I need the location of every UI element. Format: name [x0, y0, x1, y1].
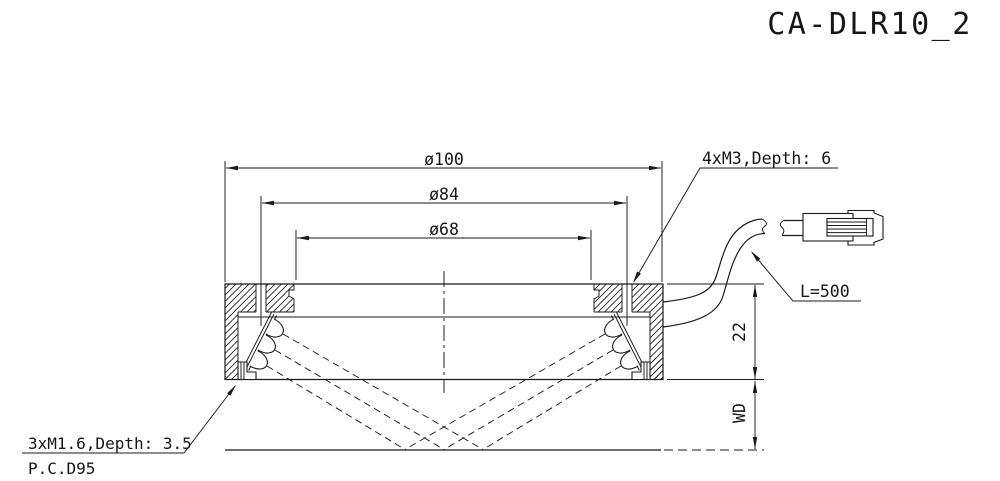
light-rays: [266, 333, 622, 450]
dim-arrow-icon: [614, 200, 626, 206]
dimension-working-distance: WD: [730, 381, 758, 449]
dim-arrow-icon: [752, 285, 758, 297]
note-label-top-mount: 4xM3,Depth: 6: [702, 149, 831, 168]
cable: [662, 218, 803, 328]
bottom-mount-left: [237, 361, 257, 381]
note-bottom-mount: 3xM1.6,Depth: 3.5 P.C.D95: [22, 385, 236, 478]
leader-arrow-icon: [633, 271, 641, 283]
bottom-mount-right: [631, 361, 651, 381]
dim-arrow-icon: [649, 165, 661, 171]
led-dome: [249, 350, 268, 370]
m3-tap-holes: [255, 284, 633, 312]
dim-label-body-height: 22: [730, 322, 749, 342]
dim-arrow-icon: [578, 235, 590, 241]
leader-arrow-icon: [227, 385, 236, 396]
connector: [802, 209, 884, 246]
dimension-outer-diameter: ø100: [224, 150, 663, 282]
led-dome: [612, 334, 631, 354]
dim-arrow-icon: [262, 200, 274, 206]
dimension-inner-diameter: ø68: [295, 220, 592, 280]
dim-label-outer-diameter: ø100: [424, 150, 464, 169]
dim-arrow-icon: [752, 437, 758, 449]
note-top-mount: 4xM3,Depth: 6: [633, 149, 838, 283]
dim-arrow-icon: [297, 235, 309, 241]
led-dome: [620, 350, 639, 370]
dimension-mount-circle: ø84: [260, 185, 628, 326]
drawing-title: CA-DLR10_2: [767, 7, 973, 42]
dim-arrow-icon: [752, 381, 758, 393]
led-dome: [257, 334, 276, 354]
note-label-bottom-mount: 3xM1.6,Depth: 3.5: [28, 434, 192, 453]
dim-arrow-icon: [752, 367, 758, 379]
dim-label-inner-diameter: ø68: [429, 220, 459, 239]
dim-label-mount-circle: ø84: [429, 185, 459, 204]
led-dome: [265, 318, 284, 338]
dim-label-working-distance: WD: [730, 403, 749, 423]
cable-break-icon: [761, 218, 767, 234]
note-cable-length: L=500: [751, 251, 861, 302]
led-domes: [249, 318, 639, 370]
connector-contacts: [826, 217, 874, 237]
leader-arrow-icon: [751, 251, 761, 262]
cable-break-icon: [779, 220, 785, 236]
dim-arrow-icon: [226, 165, 238, 171]
led-dome: [604, 318, 623, 338]
dimension-body-height: 22: [667, 283, 764, 380]
note-label-pitch-circle: P.C.D95: [28, 459, 95, 478]
note-label-cable-length: L=500: [800, 282, 850, 301]
